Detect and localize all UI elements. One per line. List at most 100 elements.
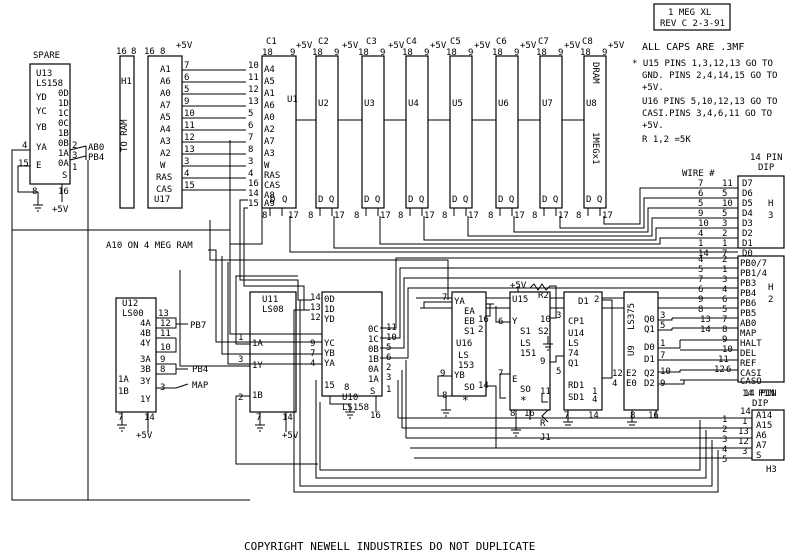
svg-text:9: 9 bbox=[698, 295, 703, 305]
svg-text:13: 13 bbox=[700, 315, 711, 325]
u13-pin: 0A bbox=[58, 159, 69, 169]
h3-bottom-label: H3 bbox=[766, 465, 777, 475]
svg-text:7: 7 bbox=[698, 179, 703, 189]
u12-pin: 3Y bbox=[140, 377, 151, 387]
svg-text:17: 17 bbox=[468, 211, 479, 221]
a10-label: A10 ON 4 MEG RAM bbox=[106, 241, 193, 251]
u10-pin: 1B bbox=[368, 355, 379, 365]
u9-name: U9 bbox=[627, 345, 637, 356]
svg-text:4: 4 bbox=[22, 141, 27, 151]
svg-text:3: 3 bbox=[386, 373, 391, 383]
cap-c4: C4 bbox=[406, 37, 417, 47]
u11-pin: 1Y bbox=[252, 361, 263, 371]
u17-pin: A0 bbox=[160, 89, 171, 99]
svg-text:3: 3 bbox=[768, 211, 773, 221]
plus5v-label: +5V bbox=[176, 41, 193, 51]
u1-pin: RAS bbox=[264, 171, 280, 181]
u1-pin: A5 bbox=[264, 77, 275, 87]
copyright-footer: COPYRIGHT NEWELL INDUSTRIES DO NOT DUPLI… bbox=[244, 540, 535, 553]
svg-text:1: 1 bbox=[386, 385, 391, 395]
svg-text:15: 15 bbox=[18, 159, 29, 169]
svg-text:5: 5 bbox=[722, 305, 727, 315]
h3b-sig: A7 bbox=[756, 441, 767, 451]
u1-pin: A0 bbox=[264, 113, 275, 123]
svg-text:7: 7 bbox=[660, 351, 665, 361]
svg-text:12: 12 bbox=[184, 133, 195, 143]
u12-pin: 3B bbox=[140, 365, 151, 375]
u14-pin: Q1 bbox=[568, 359, 579, 369]
svg-text:8: 8 bbox=[344, 383, 349, 393]
svg-text:16: 16 bbox=[370, 411, 381, 421]
svg-text:8: 8 bbox=[698, 305, 703, 315]
svg-text:18: 18 bbox=[262, 48, 273, 58]
u10-pin: YC bbox=[324, 339, 335, 349]
cap-row: C1 C2 C3 C4 C5 C6 C7 C8 +5V +5V +5V +5V … bbox=[266, 37, 625, 51]
u13-pin: YB bbox=[36, 123, 47, 133]
svg-text:10: 10 bbox=[698, 219, 709, 229]
u1-pin: A1 bbox=[264, 89, 275, 99]
h2-sig: PB0/7 bbox=[740, 259, 767, 269]
svg-text:6: 6 bbox=[698, 285, 703, 295]
u12-pin: 4B bbox=[140, 329, 151, 339]
svg-text:*: * bbox=[520, 394, 527, 407]
svg-text:11: 11 bbox=[722, 179, 733, 189]
connector-h3-bottom: 14 PIN A14 A15 A6 A7 S H3 14 1 13 12 3 1… bbox=[722, 389, 785, 475]
u9-pin: Q1 bbox=[644, 325, 655, 335]
svg-text:1: 1 bbox=[72, 163, 77, 173]
svg-text:4: 4 bbox=[698, 255, 703, 265]
u17-pin: A5 bbox=[160, 113, 171, 123]
u16-pin: EA bbox=[464, 307, 475, 317]
u12-pin: 1A bbox=[118, 375, 129, 385]
plus5v-label: +5V bbox=[342, 41, 359, 51]
svg-text:2: 2 bbox=[768, 295, 773, 305]
svg-text:5: 5 bbox=[556, 367, 561, 377]
u9-pin: E2 bbox=[626, 369, 637, 379]
u17-pin: A2 bbox=[160, 149, 171, 159]
svg-text:H: H bbox=[768, 199, 773, 209]
svg-text:D Q: D Q bbox=[452, 195, 468, 205]
svg-text:18: 18 bbox=[536, 48, 547, 58]
u10-pin: S bbox=[370, 387, 375, 397]
svg-text:9: 9 bbox=[310, 339, 315, 349]
svg-text:7: 7 bbox=[256, 413, 261, 423]
u10-pin: 0D bbox=[324, 295, 335, 305]
note1-line3: +5V. bbox=[642, 83, 664, 93]
note2-line2: CASI.PINS 3,4,6,11 GO TO bbox=[642, 109, 772, 119]
svg-text:D Q: D Q bbox=[408, 195, 424, 205]
svg-text:3: 3 bbox=[184, 157, 189, 167]
h3-dip-label: DIP bbox=[758, 163, 775, 173]
svg-text:9: 9 bbox=[160, 355, 165, 365]
plus5v-label: +5V bbox=[608, 41, 625, 51]
u12-pin: 1Y bbox=[140, 395, 151, 405]
svg-text:4: 4 bbox=[722, 445, 727, 455]
ram-name: U6 bbox=[498, 99, 509, 109]
svg-text:9: 9 bbox=[184, 97, 189, 107]
svg-text:7: 7 bbox=[118, 413, 123, 423]
svg-text:8: 8 bbox=[510, 409, 515, 419]
svg-text:16: 16 bbox=[116, 47, 127, 57]
dram-label: DRAM bbox=[590, 62, 600, 84]
svg-text:9: 9 bbox=[514, 48, 519, 58]
svg-text:11: 11 bbox=[248, 73, 259, 83]
svg-text:4: 4 bbox=[248, 169, 253, 179]
plus5v-label: +5V bbox=[136, 431, 153, 441]
u17-pin: A6 bbox=[160, 77, 171, 87]
svg-text:8: 8 bbox=[576, 211, 581, 221]
svg-text:16: 16 bbox=[648, 411, 659, 421]
u14-pin: RD1 bbox=[568, 381, 584, 391]
svg-text:15: 15 bbox=[248, 199, 259, 209]
svg-text:11: 11 bbox=[540, 387, 551, 397]
svg-text:4: 4 bbox=[184, 169, 189, 179]
svg-text:17: 17 bbox=[558, 211, 569, 221]
svg-text:18: 18 bbox=[358, 48, 369, 58]
svg-text:D Q: D Q bbox=[586, 195, 602, 205]
h3b-sig: A6 bbox=[756, 431, 767, 441]
r2-label: R2 bbox=[538, 291, 549, 301]
svg-text:12: 12 bbox=[738, 437, 749, 447]
svg-text:5: 5 bbox=[248, 109, 253, 119]
svg-text:1: 1 bbox=[238, 333, 243, 343]
u10-pin: YA bbox=[324, 359, 335, 369]
u12-pin: 3A bbox=[140, 355, 151, 365]
u12-pin: 1B bbox=[118, 387, 129, 397]
